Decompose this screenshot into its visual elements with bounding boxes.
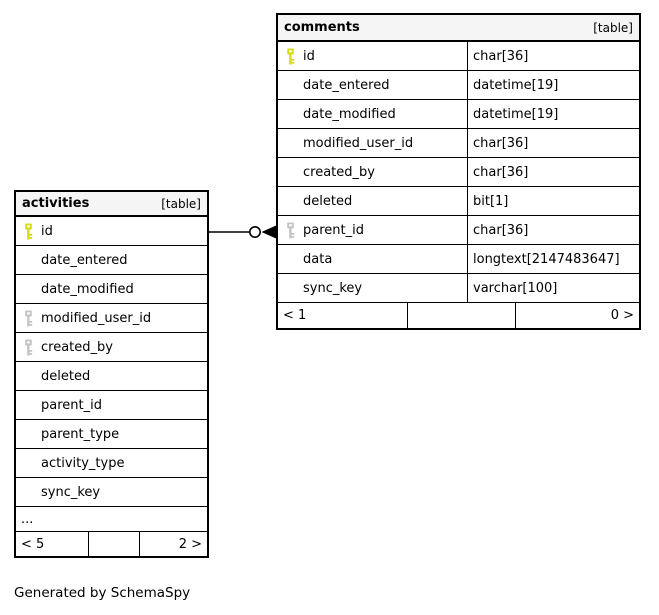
table-activities-title[interactable]: activities [22,196,90,211]
key-icon-slot [283,48,303,65]
column-name: activity_type [41,455,125,471]
column-name: data [303,251,333,267]
table-row: id char[36] [278,42,639,71]
column-name: modified_user_id [303,135,414,151]
children-count: < 5 [16,532,89,556]
column-name: created_by [41,339,113,355]
column-name: sync_key [41,484,101,500]
table-row: deleted bit[1] [278,187,639,216]
table-row: sync_key varchar[100] [278,274,639,303]
column-type: datetime[19] [473,77,559,93]
table-row: sync_key [16,478,207,507]
table-row: modified_user_id [16,304,207,333]
foreign-key-icon [287,222,295,238]
column-name: id [303,48,315,64]
table-stats-row: < 5 2 > [16,532,207,556]
table-row: created_by char[36] [278,158,639,187]
table-stats-row: < 1 0 > [278,303,639,328]
table-row: date_entered [16,246,207,275]
column-name: parent_id [303,222,364,238]
table-comments: comments [table] id char[36] date_entere… [276,13,641,330]
table-comments-badge: [table] [593,20,633,35]
stats-spacer [89,532,141,556]
column-name: parent_type [41,426,120,442]
column-type: datetime[19] [473,106,559,122]
stats-spacer [408,303,517,328]
generated-by-note: Generated by SchemaSpy [14,585,191,601]
column-name: deleted [41,368,91,384]
column-name: deleted [303,193,353,209]
column-type: char[36] [473,135,529,151]
column-name: date_modified [303,106,396,122]
column-type: char[36] [473,48,529,64]
zero-cardinality-circle-icon [248,226,261,238]
table-row: data longtext[2147483647] [278,245,639,274]
column-name: modified_user_id [41,310,152,326]
table-row: date_modified [16,275,207,304]
key-icon-slot [283,222,303,239]
key-icon-slot [21,339,41,356]
table-activities-header: activities [table] [16,192,207,217]
table-row: deleted [16,362,207,391]
table-row: activity_type [16,449,207,478]
table-row: parent_id [16,391,207,420]
foreign-key-icon [25,310,33,326]
column-type: char[36] [473,164,529,180]
column-type: longtext[2147483647] [473,251,620,267]
table-comments-title[interactable]: comments [284,20,360,35]
table-activities-badge: [table] [161,196,201,211]
more-columns-ellipsis: ... [16,507,207,532]
column-name: created_by [303,164,375,180]
column-name: date_entered [41,252,128,268]
primary-key-icon [25,223,33,239]
relationship-connector [209,225,276,239]
fk-arrowhead-icon [261,225,276,239]
table-row: date_modified datetime[19] [278,100,639,129]
column-name: id [41,223,53,239]
column-name: date_entered [303,77,390,93]
children-count: < 1 [278,303,408,328]
column-name: sync_key [303,280,363,296]
parents-count: 2 > [178,536,202,552]
column-name: date_modified [41,281,134,297]
column-name: parent_id [41,397,102,413]
column-type: char[36] [473,222,529,238]
table-row: date_entered datetime[19] [278,71,639,100]
table-row: id [16,217,207,246]
key-icon-slot [21,223,41,240]
table-activities: activities [table] id date_entered date_… [14,190,209,558]
table-comments-header: comments [table] [278,15,639,42]
table-row: created_by [16,333,207,362]
table-row: parent_id char[36] [278,216,639,245]
column-type: varchar[100] [473,280,558,296]
table-row: modified_user_id char[36] [278,129,639,158]
key-icon-slot [21,310,41,327]
foreign-key-icon [25,339,33,355]
parents-count: 0 > [610,308,634,323]
primary-key-icon [287,48,295,64]
table-row: parent_type [16,420,207,449]
column-type: bit[1] [473,193,509,209]
